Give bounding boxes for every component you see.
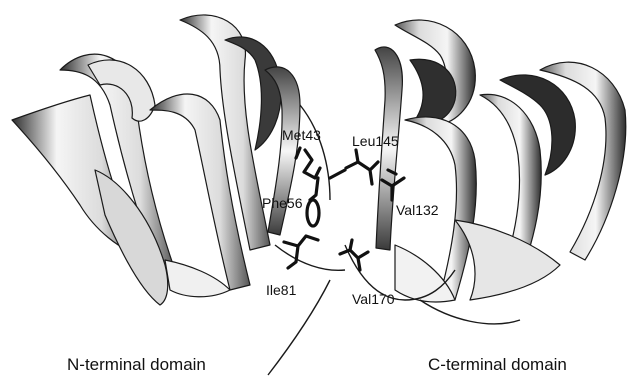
stick-phe56 <box>310 178 318 200</box>
stick-leu145 <box>346 150 378 184</box>
stick-phe56-ring <box>307 200 319 226</box>
stick-ile81 <box>284 236 318 268</box>
label-ile81: Ile81 <box>266 283 296 297</box>
linker-loop-1 <box>300 105 330 200</box>
c-terminal-ribbons <box>375 20 626 302</box>
n-terminal-ribbons <box>12 15 300 305</box>
label-n-terminal-domain: N-terminal domain <box>67 356 206 373</box>
n-loop-3 <box>165 260 230 297</box>
label-val170: Val170 <box>352 292 395 306</box>
stick-val170 <box>340 240 368 270</box>
label-met43: Met43 <box>282 128 321 142</box>
c-strand-5 <box>455 220 560 300</box>
label-c-terminal-domain: C-terminal domain <box>428 356 567 373</box>
stick-met43 <box>304 150 320 178</box>
linker-loop-5 <box>420 300 520 324</box>
linker-loop-4 <box>275 245 345 270</box>
label-val132: Val132 <box>396 203 439 217</box>
label-leu145: Leu145 <box>352 134 399 148</box>
label-phe56: Phe56 <box>262 196 302 210</box>
